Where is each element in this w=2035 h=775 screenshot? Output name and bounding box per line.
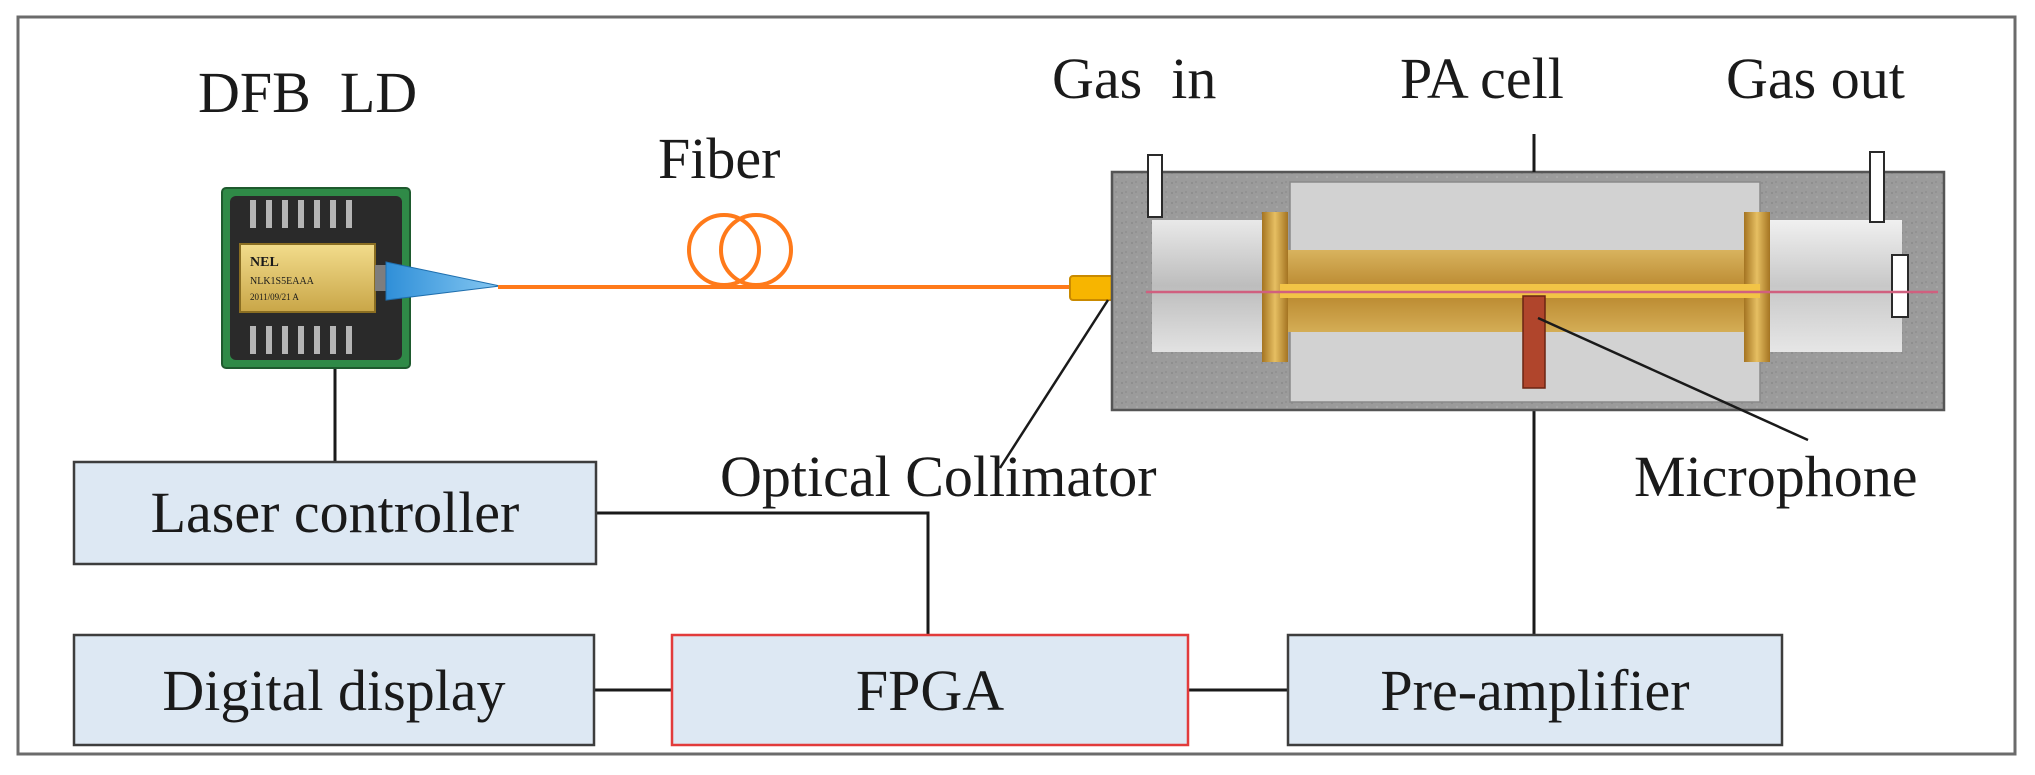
- ld-socket-pins: [250, 200, 352, 354]
- label-dfb-ld: DFB LD: [198, 60, 417, 125]
- pa-cell: [1110, 134, 1946, 442]
- fpga-box: [670, 633, 1190, 747]
- microphone-body: [1522, 295, 1546, 389]
- ld-chip-part-number: NLK1S5EAAA: [250, 276, 315, 287]
- ld-butterfly-package: [239, 243, 376, 313]
- output-window: [1891, 254, 1909, 318]
- digital-display-box: [72, 633, 596, 747]
- label-microphone: Microphone: [1634, 444, 1918, 509]
- resonator-upper-shield: [1289, 181, 1761, 263]
- laser-controller-box: [72, 460, 598, 566]
- fiber-loop-2: [719, 213, 793, 287]
- gas-in-port: [1147, 154, 1163, 218]
- pre-amplifier-box: [1286, 633, 1784, 747]
- ld-chip-date: 2011/09/21 A: [250, 292, 299, 302]
- optical-fiber: [498, 213, 1072, 289]
- label-digital-display: Digital display: [162, 658, 505, 723]
- microphone-pointer: [1537, 316, 1809, 442]
- fiber-loop-1: [687, 213, 761, 287]
- wires: [333, 368, 1536, 692]
- label-gas-out: Gas out: [1726, 46, 1905, 111]
- label-fpga: FPGA: [856, 658, 1004, 723]
- buffer-volume-right: [1762, 220, 1902, 352]
- label-optical-collimator: Optical Collimator: [720, 444, 1157, 509]
- label-laser-controller: Laser controller: [151, 480, 520, 545]
- gas-out-port: [1869, 151, 1885, 223]
- ld-chip-brand: NEL: [250, 255, 279, 270]
- wire-controller-to-fpga: [596, 511, 930, 635]
- label-pa-cell: PA cell: [1400, 46, 1564, 111]
- ld-fiber-boot: [375, 265, 387, 291]
- buffer-volume-left: [1152, 220, 1272, 352]
- label-pre-amplifier: Pre-amplifier: [1380, 658, 1689, 723]
- dfb-laser-diode: NEL NLK1S5EAAA 2011/09/21 A: [221, 187, 501, 369]
- collimator-pointer: [998, 299, 1110, 469]
- label-fiber: Fiber: [658, 126, 780, 191]
- label-gas-in: Gas in: [1052, 46, 1216, 111]
- ld-fiber-pigtail-tip: [385, 261, 501, 301]
